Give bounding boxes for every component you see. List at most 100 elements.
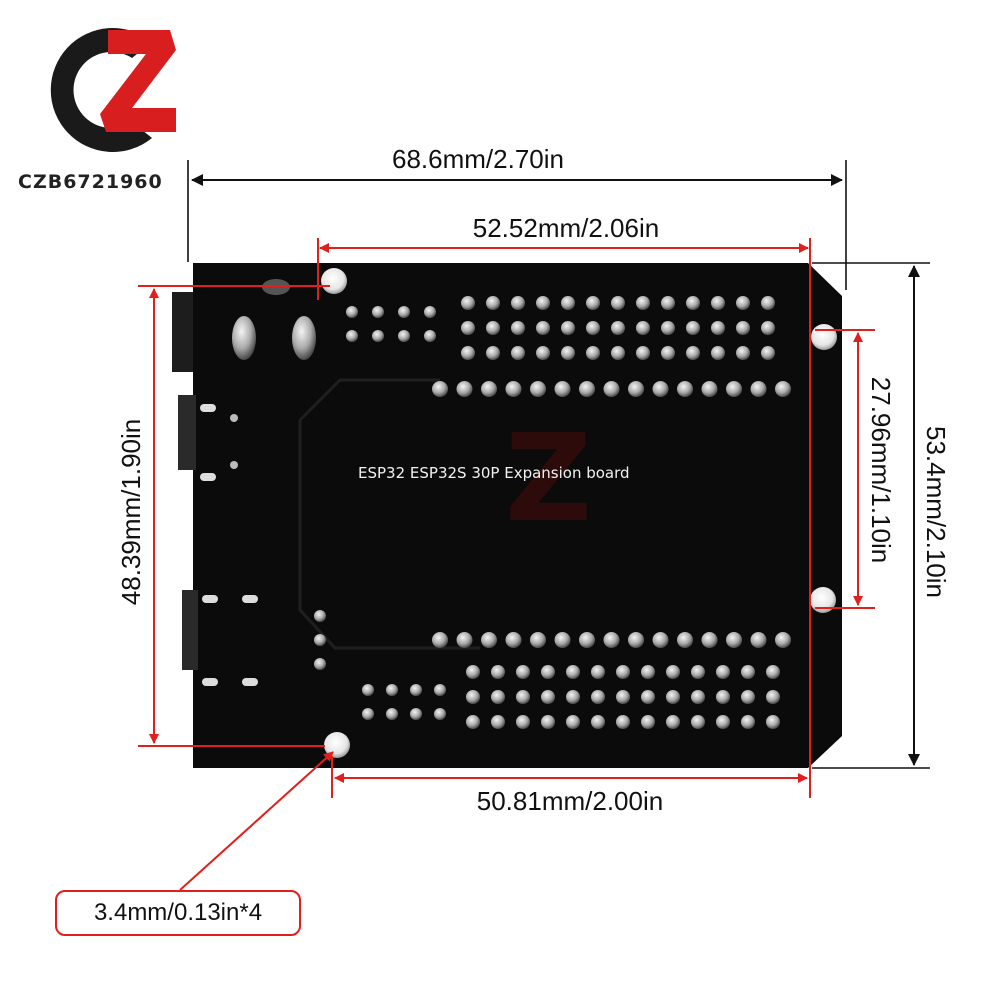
pin-pad <box>372 330 384 342</box>
pin-pad <box>586 321 600 335</box>
pin-pad <box>686 321 700 335</box>
pin-pad <box>686 296 700 310</box>
pin-pad <box>566 690 580 704</box>
pin-pad <box>636 296 650 310</box>
pin-pad <box>641 715 655 729</box>
pin-pad <box>410 708 422 720</box>
pin-pad <box>603 632 620 648</box>
pin-pad <box>666 665 680 679</box>
pin-pad <box>491 690 505 704</box>
pin-pad <box>516 715 530 729</box>
mounting-hole-bottom-right <box>810 587 836 613</box>
pin-pad <box>761 346 775 360</box>
pin-pad <box>541 690 555 704</box>
pin-pad <box>398 306 410 318</box>
pin-pad <box>386 684 398 696</box>
pin-pad <box>481 381 497 397</box>
pin-pad <box>511 296 525 310</box>
pin-pad <box>761 321 775 335</box>
header-pins <box>314 296 791 729</box>
pin-pad <box>386 708 398 720</box>
pin-pad <box>641 690 655 704</box>
pin-pad <box>346 306 358 318</box>
pin-pad <box>530 381 546 397</box>
overall-height-label: 53.4mm/2.10in <box>921 426 951 598</box>
pin-pad <box>466 665 480 679</box>
pin-pad <box>505 381 522 397</box>
pin-pad <box>566 665 580 679</box>
pin-pad <box>741 690 755 704</box>
pin-pad <box>691 690 705 704</box>
pin-pad <box>466 715 480 729</box>
pin-pad <box>456 632 473 648</box>
pin-pad <box>711 296 725 310</box>
pin-pad <box>652 381 669 397</box>
pin-pad <box>579 632 595 648</box>
board-label: ESP32 ESP32S 30P Expansion board <box>358 464 630 482</box>
mounting-hole-top-right <box>811 324 837 350</box>
pin-pad <box>486 346 500 360</box>
pin-pad <box>750 381 767 397</box>
pin-pad <box>561 296 575 310</box>
pin-pad <box>536 321 550 335</box>
pin-pad <box>666 715 680 729</box>
pin-pad <box>566 715 580 729</box>
pin-pad <box>661 346 675 360</box>
right-hole-spacing-label: 27.96mm/1.10in <box>866 377 896 563</box>
pin-pad <box>761 296 775 310</box>
pin-pad <box>616 690 630 704</box>
pin-pad <box>741 715 755 729</box>
pin-pad <box>424 330 436 342</box>
left-hole-spacing-label: 48.39mm/1.90in <box>116 419 146 605</box>
pin-pad <box>766 665 780 679</box>
pin-pad <box>616 665 630 679</box>
pin-pad <box>652 632 669 648</box>
pin-pad <box>362 684 374 696</box>
pin-pad <box>505 632 522 648</box>
pin-pad <box>636 321 650 335</box>
pin-pad <box>628 632 644 648</box>
pin-pad <box>434 684 446 696</box>
pin-pad <box>711 321 725 335</box>
pin-pad <box>461 296 475 310</box>
pin-pad <box>516 665 530 679</box>
pin-pad <box>591 715 605 729</box>
pin-pad <box>736 296 750 310</box>
pin-pad <box>677 381 693 397</box>
pin-pad <box>410 684 422 696</box>
pin-pad <box>736 321 750 335</box>
pin-pad <box>750 632 767 648</box>
pin-pad <box>775 381 791 397</box>
pin-pad <box>691 665 705 679</box>
pin-pad <box>486 321 500 335</box>
pin-pad <box>432 632 448 648</box>
pin-pad <box>516 690 530 704</box>
pin-pad <box>701 632 718 648</box>
pin-pad <box>434 708 446 720</box>
hole-diameter-label: 3.4mm/0.13in*4 <box>93 899 263 926</box>
pin-pad <box>603 381 620 397</box>
pin-pad <box>766 715 780 729</box>
pin-pad <box>511 321 525 335</box>
pin-pad <box>666 690 680 704</box>
pin-pad <box>536 296 550 310</box>
pin-pad <box>586 296 600 310</box>
overall-width-label: 68.6mm/2.70in <box>392 144 564 174</box>
pin-pad <box>314 634 326 646</box>
pin-pad <box>775 632 791 648</box>
pin-pad <box>561 321 575 335</box>
hole-diameter-callout: 3.4mm/0.13in*4 <box>55 890 301 936</box>
pin-pad <box>766 690 780 704</box>
pin-pad <box>491 715 505 729</box>
pin-pad <box>541 715 555 729</box>
pin-pad <box>736 346 750 360</box>
pin-pad <box>398 330 410 342</box>
pin-pad <box>579 381 595 397</box>
pin-pad <box>701 381 718 397</box>
pin-pad <box>530 632 546 648</box>
pin-pad <box>541 665 555 679</box>
pin-pad <box>591 665 605 679</box>
pin-pad <box>611 321 625 335</box>
brand-logo: CZB6721960 <box>18 28 176 193</box>
